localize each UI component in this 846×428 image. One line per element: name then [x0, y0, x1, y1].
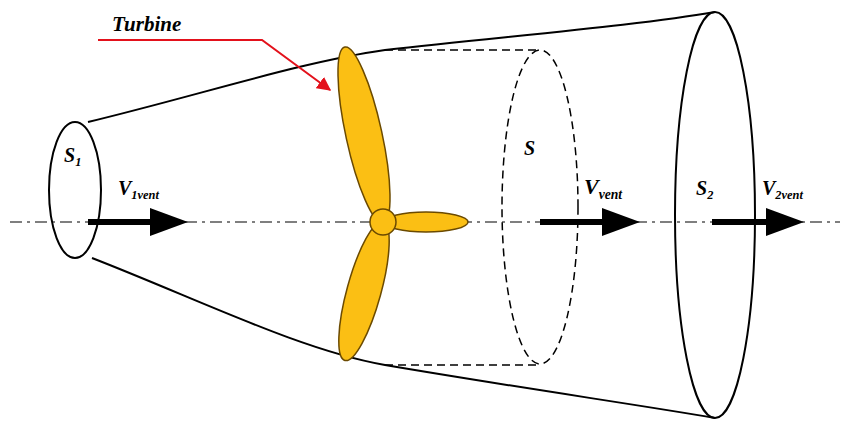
rotor-cylinder-bottom — [385, 364, 540, 366]
outlet-section — [675, 12, 755, 418]
inlet-section — [49, 122, 101, 258]
speed-label: V2vent — [762, 178, 803, 202]
section-label: S — [524, 138, 535, 158]
section-label: S2 — [696, 178, 713, 202]
rotor-cylinder-top — [385, 49, 540, 51]
rotor-section — [502, 50, 578, 364]
section-label: S1 — [64, 145, 81, 169]
part-label: Turbine — [112, 14, 181, 35]
speed-label: V1vent — [118, 178, 159, 202]
leader-line — [98, 40, 330, 90]
speed-label: Vvent — [584, 176, 622, 201]
flow-arrows — [88, 208, 804, 236]
tube-lower-wall — [92, 258, 715, 418]
tube-upper-wall — [88, 12, 715, 122]
turbine-rotor — [327, 43, 468, 365]
